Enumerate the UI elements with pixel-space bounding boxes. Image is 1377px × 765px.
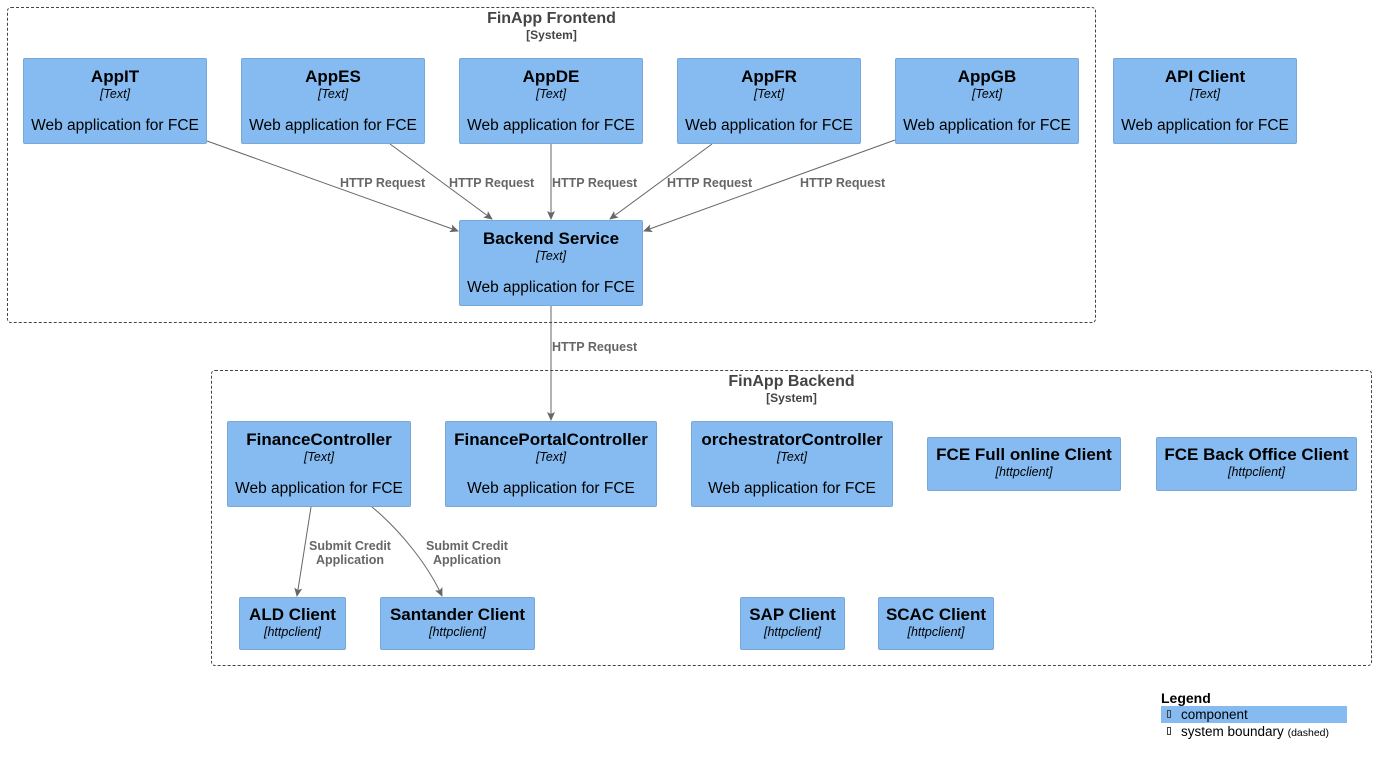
edge-finance-ald bbox=[294, 506, 312, 597]
component-name: AppFR bbox=[741, 67, 797, 86]
component-name: FCE Full online Client bbox=[936, 445, 1112, 464]
edge-appfr-backend bbox=[609, 143, 713, 220]
component-type: [Text] bbox=[317, 87, 349, 101]
component-description: Web application for FCE bbox=[467, 480, 635, 497]
component-description: Web application for FCE bbox=[235, 480, 403, 497]
component-appit[interactable]: AppIT [Text] Web application for FCE bbox=[23, 58, 207, 144]
component-type: [Text] bbox=[535, 87, 567, 101]
component-type: [httpclient] bbox=[764, 625, 821, 639]
frontend-boundary-title: FinApp Frontend bbox=[487, 10, 616, 27]
edge-label-line: Submit Credit bbox=[426, 539, 508, 553]
legend-title: Legend bbox=[1161, 690, 1211, 706]
component-type: [httpclient] bbox=[1228, 465, 1285, 479]
component-fce-full-online-client[interactable]: FCE Full online Client [httpclient] bbox=[927, 437, 1121, 491]
legend: Legend component system boundary (dashed… bbox=[1161, 690, 1347, 740]
component-appfr[interactable]: AppFR [Text] Web application for FCE bbox=[677, 58, 861, 144]
legend-item-system-boundary: system boundary (dashed) bbox=[1161, 723, 1347, 740]
component-description: Web application for FCE bbox=[1121, 117, 1289, 134]
component-finance-controller[interactable]: FinanceController [Text] Web application… bbox=[227, 421, 411, 507]
component-name: SCAC Client bbox=[885, 605, 987, 624]
legend-label: component bbox=[1181, 707, 1248, 722]
component-type: [httpclient] bbox=[907, 625, 965, 639]
component-name: FinanceController bbox=[246, 430, 392, 449]
component-appde[interactable]: AppDE [Text] Web application for FCE bbox=[459, 58, 643, 144]
legend-item-component: component bbox=[1161, 706, 1347, 723]
component-sap-client[interactable]: SAP Client [httpclient] bbox=[740, 597, 845, 650]
component-name: AppIT bbox=[90, 67, 140, 86]
component-santander-client[interactable]: Santander Client [httpclient] bbox=[380, 597, 535, 650]
component-description: Web application for FCE bbox=[685, 117, 853, 134]
edge-label-appgb-backend: HTTP Request bbox=[800, 176, 886, 190]
legend-label: system boundary bbox=[1181, 724, 1284, 739]
component-name: API Client bbox=[1164, 67, 1246, 86]
component-description: Web application for FCE bbox=[249, 117, 417, 134]
edge-appgb-backend bbox=[643, 139, 896, 233]
legend-swatch-icon bbox=[1167, 727, 1171, 735]
component-name: SAP Client bbox=[749, 605, 836, 624]
component-name: FinancePortalController bbox=[454, 430, 648, 449]
backend-boundary: FinApp Backend [System] bbox=[211, 370, 1372, 666]
component-name: AppGB bbox=[957, 67, 1017, 86]
component-description: Web application for FCE bbox=[31, 117, 199, 134]
component-description: Web application for FCE bbox=[903, 117, 1071, 134]
component-type: [httpclient] bbox=[429, 625, 486, 639]
component-type: [Text] bbox=[99, 87, 131, 101]
component-type: [Text] bbox=[753, 87, 785, 101]
component-appgb[interactable]: AppGB [Text] Web application for FCE bbox=[895, 58, 1079, 144]
edge-label-line: Application bbox=[432, 553, 502, 567]
backend-boundary-title: FinApp Backend bbox=[728, 373, 855, 390]
edge-label-finance-ald: Submit Credit Application bbox=[306, 539, 394, 567]
component-type: [Text] bbox=[303, 450, 335, 464]
edge-appes-backend bbox=[389, 143, 493, 220]
edge-label-appde-backend: HTTP Request bbox=[552, 176, 638, 190]
backend-boundary-type: [System] bbox=[766, 391, 817, 405]
component-scac-client[interactable]: SCAC Client [httpclient] bbox=[878, 597, 994, 650]
edge-finance-santander bbox=[371, 506, 443, 597]
frontend-boundary: FinApp Frontend [System] bbox=[7, 7, 1096, 323]
component-name: FCE Back Office Client bbox=[1164, 445, 1349, 464]
component-description: Web application for FCE bbox=[467, 117, 635, 134]
edge-label-finance-santander: Submit Credit Application bbox=[423, 539, 511, 567]
edge-label-line: Submit Credit bbox=[309, 539, 391, 553]
component-type: [httpclient] bbox=[264, 625, 321, 639]
frontend-boundary-type: [System] bbox=[526, 28, 577, 42]
component-api-client[interactable]: API Client [Text] Web application for FC… bbox=[1113, 58, 1297, 144]
legend-note: (dashed) bbox=[1287, 727, 1330, 739]
component-fce-back-office-client[interactable]: FCE Back Office Client [httpclient] bbox=[1156, 437, 1357, 491]
component-description: Web application for FCE bbox=[708, 480, 876, 497]
component-type: [httpclient] bbox=[995, 465, 1053, 479]
component-name: AppES bbox=[305, 67, 361, 86]
edge-label-backend-portal: HTTP Request bbox=[552, 340, 638, 354]
component-type: [Text] bbox=[1189, 87, 1221, 101]
edge-label-appfr-backend: HTTP Request bbox=[667, 176, 753, 190]
legend-swatch-icon bbox=[1167, 710, 1171, 718]
component-type: [Text] bbox=[776, 450, 808, 464]
component-type: [Text] bbox=[971, 87, 1003, 101]
component-description: Web application for FCE bbox=[467, 279, 635, 296]
component-orchestrator-controller[interactable]: orchestratorController [Text] Web applic… bbox=[691, 421, 893, 507]
component-name: AppDE bbox=[522, 67, 580, 86]
component-type: [Text] bbox=[535, 249, 567, 263]
edge-appit-backend bbox=[206, 140, 459, 233]
component-appes[interactable]: AppES [Text] Web application for FCE bbox=[241, 58, 425, 144]
edge-label-appes-backend: HTTP Request bbox=[449, 176, 535, 190]
component-type: [Text] bbox=[535, 450, 567, 464]
edge-label-line: Application bbox=[315, 553, 385, 567]
edge-label-appit-backend: HTTP Request bbox=[340, 176, 426, 190]
component-name: orchestratorController bbox=[701, 430, 883, 449]
component-ald-client[interactable]: ALD Client [httpclient] bbox=[239, 597, 346, 650]
component-name: Santander Client bbox=[389, 605, 526, 624]
component-name: ALD Client bbox=[249, 605, 336, 624]
component-finance-portal-controller[interactable]: FinancePortalController [Text] Web appli… bbox=[445, 421, 657, 507]
component-backend-service[interactable]: Backend Service [Text] Web application f… bbox=[459, 220, 643, 306]
component-name: Backend Service bbox=[482, 229, 620, 248]
